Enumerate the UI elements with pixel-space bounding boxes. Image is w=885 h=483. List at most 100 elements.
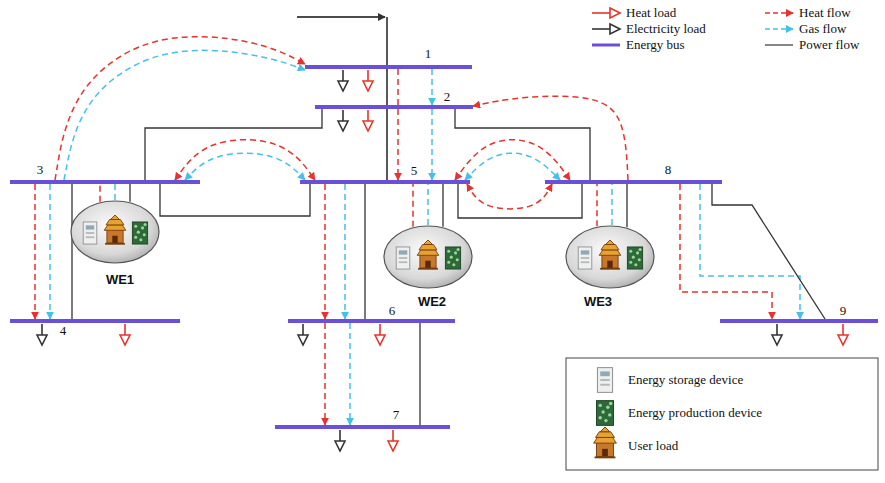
legend-text: Power flow	[799, 38, 859, 52]
heat-flow-sample	[765, 12, 793, 14]
heat-flow-line	[467, 184, 552, 209]
heat-flow-line	[324, 323, 326, 425]
bus-number: 5	[411, 164, 418, 178]
gas-flow-line	[185, 153, 305, 180]
hub-outline	[565, 225, 655, 289]
power-flow-line	[455, 109, 590, 180]
legend-text: Gas flow	[799, 22, 846, 36]
hub-label: WE1	[106, 273, 134, 287]
electricity-load-arrow	[338, 110, 348, 131]
electricity-load-arrow	[37, 324, 47, 345]
bus-number: 1	[425, 47, 432, 61]
heat-flow-line	[397, 69, 399, 180]
energy-bus: 5	[300, 180, 470, 184]
bus-number: 9	[840, 304, 847, 318]
gas-flow-sample	[765, 28, 793, 30]
heat-flow-line	[473, 96, 628, 180]
gas-flow-line	[344, 184, 346, 319]
energy-hub-ellipse: WE1	[70, 200, 160, 264]
energy-bus-sample	[592, 44, 620, 47]
energy-bus: 3	[10, 180, 200, 184]
heat-flow-line	[455, 140, 570, 180]
heat-flow-line	[34, 184, 36, 319]
power-flow-line	[712, 184, 825, 319]
power-flow-line	[364, 184, 365, 319]
hub-ellipse	[71, 201, 159, 263]
user-icon	[417, 240, 439, 270]
hub-outline	[383, 225, 473, 289]
power-flow-sample	[765, 44, 793, 45]
heat-flow-line	[175, 140, 315, 180]
bus-number: 6	[389, 304, 396, 318]
production-icon	[445, 247, 460, 269]
heat-load-arrow	[120, 324, 130, 345]
legend-text: Energy storage device	[628, 373, 743, 387]
power-flow-line	[626, 184, 627, 227]
storage-icon	[396, 247, 410, 269]
gas-flow-line	[427, 184, 429, 225]
energy-bus: 6	[288, 319, 455, 323]
electricity-load-arrow	[335, 430, 345, 451]
heat-flow-line	[412, 184, 414, 227]
bus-number: 2	[444, 90, 451, 104]
legend-text: Electricity load	[626, 22, 706, 36]
heat-load-arrow	[375, 324, 385, 345]
bus-number: 3	[37, 163, 44, 177]
power-flow-line	[129, 184, 130, 202]
power-flow-line	[458, 184, 582, 218]
legend-text: Energy bus	[626, 38, 685, 52]
energy-hub-ellipse: WE2	[383, 225, 473, 289]
gas-flow-line	[431, 69, 433, 105]
bus-number: 8	[665, 163, 672, 177]
heat-load-arrow	[363, 70, 373, 91]
energy-bus: 9	[720, 319, 878, 323]
user-icon	[104, 215, 126, 245]
hub-outline	[70, 200, 160, 264]
gas-flow-line	[49, 184, 51, 319]
heat-flow-line	[99, 184, 101, 202]
power-flow-line	[160, 184, 310, 216]
power-flow-line	[71, 184, 72, 319]
gas-flow-line	[700, 184, 800, 319]
heat-load-arrow	[363, 110, 373, 131]
bus-number: 4	[60, 324, 67, 338]
hub-ellipse	[384, 226, 472, 288]
heat-flow-line	[680, 184, 772, 319]
power-flow-line	[145, 109, 322, 180]
legend-box	[566, 358, 878, 470]
heat-flow-line	[596, 184, 598, 226]
energy-bus: 1	[305, 65, 472, 69]
gas-flow-line	[465, 153, 560, 180]
gas-flow-line	[349, 323, 351, 425]
production-icon	[132, 222, 147, 244]
energy-bus: 2	[315, 105, 473, 109]
user-icon	[594, 427, 617, 458]
energy-bus: 4	[10, 319, 180, 323]
legend-text: Heat load	[626, 6, 676, 20]
gas-flow-line	[64, 50, 305, 180]
hub-label: WE2	[418, 295, 446, 309]
gas-flow-line	[611, 184, 613, 225]
energy-hub-ellipse: WE3	[565, 225, 655, 289]
production-icon	[596, 401, 613, 426]
legend-text: Energy production device	[628, 406, 762, 420]
heat-flow-line	[55, 37, 305, 180]
user-icon	[599, 240, 621, 270]
heat-flow-line	[324, 184, 326, 319]
electricity-load-arrow	[772, 324, 782, 345]
electricity-load-arrow	[338, 70, 348, 91]
energy-bus: 7	[275, 425, 450, 429]
power-flow-line	[419, 323, 420, 425]
electricity-load-arrow	[298, 324, 308, 345]
gas-flow-line	[431, 109, 433, 180]
bus-number: 7	[393, 408, 400, 422]
heat-load-arrow	[838, 324, 848, 345]
energy-bus: 8	[545, 180, 722, 184]
storage-icon	[578, 247, 592, 269]
gas-flow-line	[114, 184, 116, 200]
hub-label: WE3	[584, 295, 612, 309]
production-icon	[627, 247, 642, 269]
legend-text: User load	[628, 439, 678, 453]
